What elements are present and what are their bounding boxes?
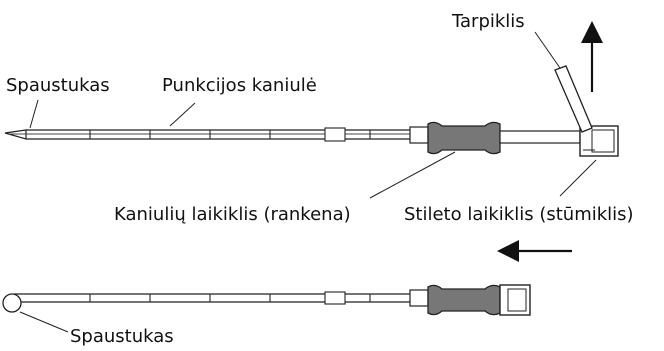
top-stylet-tube [499, 130, 581, 144]
leader-cannula [169, 102, 196, 127]
leader-clamp-bottom [19, 311, 69, 333]
label-stylet-holder: Stileto laikiklis (stūmiklis) [404, 204, 634, 225]
leader-stylet-holder [559, 159, 597, 197]
leader-spacer [534, 31, 561, 69]
label-puncture-cannula: Punkcijos kaniulė [162, 75, 317, 96]
bottom-hub-collar [409, 289, 429, 307]
bottom-clamp-loop [2, 293, 22, 313]
label-spacer: Tarpiklis [452, 11, 525, 32]
spacer-rod [554, 65, 593, 133]
top-cannula-holder [427, 121, 501, 155]
leader-cannula-holder [369, 151, 456, 199]
top-stylet-holder [579, 125, 619, 157]
bottom-cannula-holder [427, 284, 501, 316]
top-hub-collar [409, 126, 429, 144]
bottom-needle-assembly [2, 284, 531, 316]
bottom-cannula-shaft [14, 291, 422, 305]
bottom-stylet-holder [499, 284, 531, 316]
label-cannula-holder: Kaniulių laikiklis (rankena) [114, 204, 351, 225]
top-cannula-shaft [10, 127, 430, 142]
label-clamp-bottom: Spaustukas [70, 326, 174, 347]
needle-tip [4, 129, 27, 140]
leader-clamp-top [29, 99, 39, 129]
top-needle-assembly [4, 65, 619, 157]
label-clamp-top: Spaustukas [6, 75, 110, 96]
